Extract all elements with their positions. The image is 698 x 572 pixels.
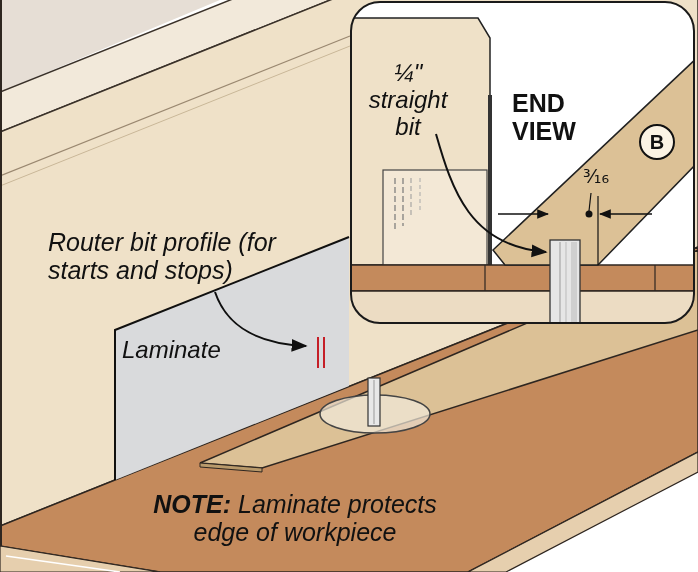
view-title: END VIEW bbox=[512, 89, 622, 145]
callout-text: Router bit profile (for starts and stops… bbox=[48, 228, 298, 284]
router-bit-section bbox=[550, 240, 580, 323]
router-bit bbox=[368, 378, 380, 426]
end-view-illustration bbox=[351, 2, 694, 323]
dimension-label: ³⁄₁₆ bbox=[583, 166, 609, 187]
workpiece-section bbox=[493, 55, 694, 265]
fence-groove bbox=[0, 46, 350, 186]
table-highlight bbox=[6, 556, 120, 572]
grain-line bbox=[420, 178, 421, 210]
frame-line bbox=[0, 0, 2, 546]
bit-flute bbox=[566, 242, 567, 322]
bit-flute bbox=[571, 242, 577, 322]
leader-line bbox=[436, 134, 546, 252]
table-edge bbox=[468, 452, 698, 572]
part-label: Laminate bbox=[122, 337, 221, 364]
table-joint bbox=[484, 265, 485, 291]
table-joint bbox=[654, 265, 655, 291]
extension-line bbox=[597, 196, 598, 265]
sub-fence-section bbox=[383, 170, 487, 265]
dimension-leader bbox=[589, 193, 591, 211]
table-section bbox=[351, 265, 694, 291]
table-edge bbox=[0, 546, 160, 572]
table-base-section bbox=[351, 291, 694, 323]
dimension-arrow bbox=[600, 213, 652, 215]
bit-flute bbox=[560, 242, 561, 322]
laminate-section bbox=[488, 95, 492, 265]
end-view-panel: B END VIEW bbox=[350, 1, 695, 324]
fence-groove bbox=[0, 36, 350, 176]
part-label: ¼" straight bit bbox=[362, 60, 454, 141]
workpiece-end bbox=[200, 463, 262, 472]
grain-line bbox=[411, 178, 412, 218]
dimension-dot bbox=[586, 211, 593, 218]
callout-circle: B bbox=[639, 124, 675, 160]
note-block: NOTE:Laminate protects edge of workpiece bbox=[130, 490, 460, 546]
bit-flute bbox=[374, 380, 375, 424]
note-heading: NOTE: bbox=[153, 490, 231, 518]
dimension-arrow bbox=[498, 213, 548, 215]
grain-line bbox=[394, 178, 395, 232]
callout-letter: B bbox=[650, 131, 664, 153]
grain-line bbox=[402, 178, 403, 226]
fence-section bbox=[351, 18, 490, 265]
